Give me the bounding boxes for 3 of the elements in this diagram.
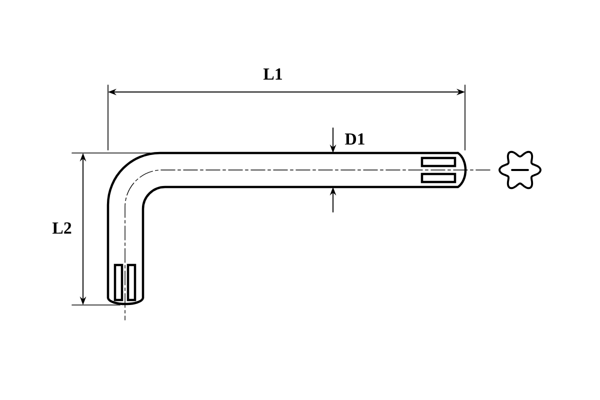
dimension-label: D1 bbox=[344, 133, 364, 145]
dimension-label: L2 bbox=[52, 222, 72, 234]
dimension-label: L1 bbox=[263, 68, 282, 80]
